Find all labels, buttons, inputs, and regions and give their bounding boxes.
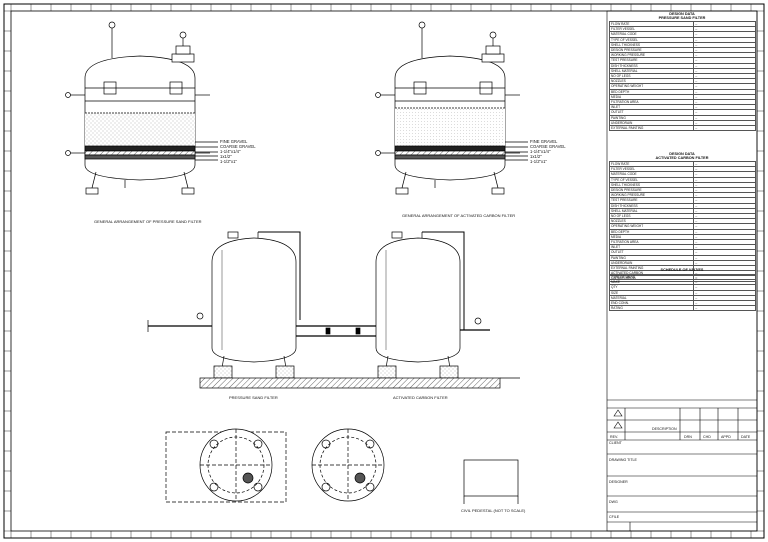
carbon-filter-ga-drawing	[375, 21, 528, 195]
sand_design-table-label: EXTERNAL PAINTING	[608, 125, 695, 132]
tb-date: DATE	[741, 435, 751, 439]
tb-appd: APPD	[721, 435, 731, 439]
tb-description: DESCRIPTION	[652, 427, 677, 431]
schedule-header: SCHEDULE OF VALVES	[660, 268, 704, 272]
media-label-1: FINE GRAVEL	[220, 139, 248, 144]
media-label-3: 1-1/4"x1/4"	[220, 149, 241, 154]
media-label-5: 1-1/2"x1"	[220, 159, 237, 164]
media-label-c4: 1x1/2"	[530, 154, 542, 159]
caption-sand-filter: PRESSURE SAND FILTER	[229, 395, 278, 400]
tb-designer: DESIGNER	[609, 480, 628, 484]
tb-cfile: CFILE	[609, 515, 620, 519]
carbon-design-table: FLOW RATE--FILTER VESSEL--MATERIAL CODE-…	[608, 160, 756, 282]
tb-chk: CHD	[703, 435, 711, 439]
tb-dwg: DWG	[609, 500, 618, 504]
tb-client: CLIENT	[609, 441, 622, 445]
sand-design-header: DESIGN DATA	[669, 12, 695, 16]
tb-drn: DRN	[684, 435, 692, 439]
plan-views-drawing	[165, 428, 519, 504]
schedule-table-row: RATING--	[608, 305, 756, 312]
sand_design-table-value: --	[693, 125, 756, 132]
media-label-c3: 1-1/4"x1/4"	[530, 149, 551, 154]
media-label-c5: 1-1/2"x1"	[530, 159, 547, 164]
sand-design-subheader: PRESSURE SAND FILTER	[658, 16, 706, 20]
caption-sand-ga: GENERAL ARRANGEMENT OF PRESSURE SAND FIL…	[94, 219, 202, 224]
schedule-table-label: RATING	[608, 305, 695, 312]
schedule-table-value: --	[693, 305, 756, 312]
tb-drawing-title: DRAWING TITLE	[609, 458, 637, 462]
caption-carbon-filter: ACTIVATED CARBON FILTER	[393, 395, 448, 400]
media-label-c2: COARSE GRAVEL	[530, 144, 566, 149]
tb-rev: REV.	[610, 435, 619, 439]
sand-design-table: FLOW RATE--FILTER VESSEL--MATERIAL CODE-…	[608, 20, 756, 132]
media-label-c1: FINE GRAVEL	[530, 139, 558, 144]
right-panel-frame	[606, 10, 758, 532]
sand-filter-ga-drawing	[65, 21, 218, 195]
media-label-4: 1x1/2"	[220, 154, 232, 159]
sand_design-table-row: EXTERNAL PAINTING--	[608, 125, 756, 132]
caption-pedestal: CIVIL PEDESTAL (NOT TO SCALE)	[461, 508, 526, 513]
caption-carbon-ga: GENERAL ARRANGEMENT OF ACTIVATED CARBON …	[402, 213, 516, 218]
media-label-2: COARSE GRAVEL	[220, 144, 256, 149]
carbon-design-header: DESIGN DATA	[669, 152, 695, 156]
schedule-table: TYPE OF VALVE--MAKE--QTY--SIZE--MATERIAL…	[608, 273, 756, 312]
carbon-design-subheader: ACTIVATED CARBON FILTER	[655, 156, 709, 160]
filters-elevation-drawing	[147, 231, 520, 389]
border-grid-ticks	[4, 4, 764, 538]
